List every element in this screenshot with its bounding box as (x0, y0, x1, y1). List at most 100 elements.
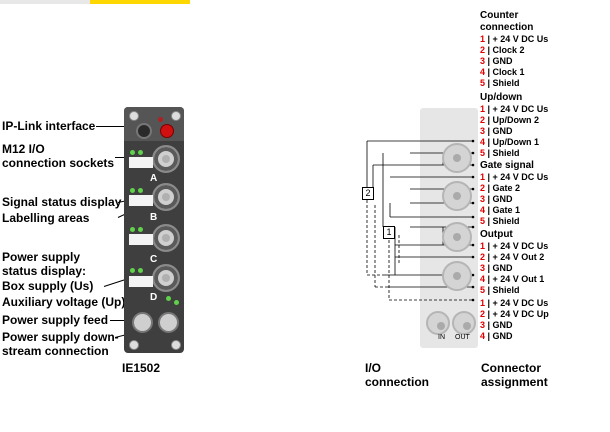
channel-letter-c: C (150, 254, 158, 265)
labelling-area-c (129, 234, 153, 245)
signal-led-a1 (130, 150, 135, 155)
pin-number: 4 (480, 331, 488, 341)
pin-number: 3 (480, 126, 488, 136)
pin-number: 4 (480, 137, 488, 147)
power-led-us (166, 296, 171, 301)
connector-pin-row: 4 | Clock 1 (480, 67, 525, 78)
channel-letter-b: B (150, 212, 158, 223)
connector-pin-row: 5 | Shield (480, 216, 520, 227)
connector-pin-row: 4 | + 24 V Out 1 (480, 274, 544, 285)
pin-signal: | GND (487, 263, 513, 273)
label-power-downstream: Power supply down- stream connection (2, 330, 119, 358)
signal-led-b2 (138, 188, 143, 193)
connector-pin-row: 3 | GND (480, 194, 513, 205)
pin-signal: | + 24 V Out 2 (487, 252, 545, 262)
pin-number: 1 (480, 298, 488, 308)
pin-signal: | + 24 V DC Us (487, 241, 549, 251)
pin-signal: | GND (487, 320, 513, 330)
pin-number: 3 (480, 263, 488, 273)
signal-led-a2 (138, 150, 143, 155)
connector-pin-row: 4 | GND (480, 331, 513, 342)
pin-number: 3 (480, 194, 488, 204)
schematic-socket-d (442, 261, 472, 291)
channel-letter-d: D (150, 292, 158, 303)
connector-group-title: Output (480, 229, 513, 240)
pin-signal: | Shield (487, 78, 520, 88)
pin-signal: | + 24 V DC Us (487, 104, 549, 114)
labelling-area-b (129, 195, 153, 206)
pin-signal: | + 24 V Out 1 (487, 274, 545, 284)
screw-hole-top-left (129, 111, 139, 121)
label-labelling-areas: Labelling areas (2, 211, 90, 225)
schematic-socket-in (426, 311, 450, 335)
socket-b (152, 183, 180, 211)
pin-signal: | Gate 1 (487, 205, 521, 215)
labelling-area-d (129, 276, 153, 287)
pin-number: 1 (480, 172, 488, 182)
connector-pin-row: 5 | Shield (480, 148, 520, 159)
pin-number: 2 (480, 45, 488, 55)
connector-pin-row: 5 | Shield (480, 285, 520, 296)
connector-pin-row: 3 | GND (480, 126, 513, 137)
screw-hole-top-right (171, 111, 181, 121)
label-aux-voltage: Auxiliary voltage (Up) (2, 295, 126, 309)
pin-signal: | GND (487, 126, 513, 136)
pin-signal: | Clock 2 (487, 45, 525, 55)
connector-pin-row: 2 | Up/Down 2 (480, 115, 539, 126)
power-led-up (174, 300, 179, 305)
top-accent-bar (0, 0, 190, 4)
pin-signal: | Up/Down 2 (487, 115, 540, 125)
pin-signal: | Shield (487, 148, 520, 158)
schematic-socket-a (442, 143, 472, 173)
connector-pin-row: 3 | GND (480, 56, 513, 67)
pin-signal: | + 24 V DC Us (487, 34, 549, 44)
pin-number: 2 (480, 115, 488, 125)
connector-pin-row: 1 | + 24 V DC Us (480, 298, 548, 309)
signal-led-d2 (138, 268, 143, 273)
status-led-red (158, 117, 163, 122)
pin-number: 3 (480, 56, 488, 66)
pin-number: 5 (480, 78, 488, 88)
connector-pin-row: 1 | + 24 V DC Us (480, 104, 548, 115)
connector-pin-row: 3 | GND (480, 263, 513, 274)
label-power-feed: Power supply feed (2, 313, 109, 327)
connector-pin-row: 1 | + 24 V DC Us (480, 241, 548, 252)
socket-c (152, 224, 180, 252)
connector-group-title: Counter connection (480, 10, 534, 33)
pin-signal: | + 24 V DC Us (487, 172, 549, 182)
pin-number: 4 (480, 274, 488, 284)
screw-hole-bottom-right (171, 340, 181, 350)
io-connection-caption: I/O connection (365, 361, 430, 389)
device-caption: IE1502 (122, 361, 161, 375)
pin-signal: | GND (487, 331, 513, 341)
label-box-supply: Box supply (Us) (2, 279, 94, 293)
pin-number: 3 (480, 320, 488, 330)
top-accent-yellow (90, 0, 190, 4)
pin-signal: | Up/Down 1 (487, 137, 540, 147)
connector-pin-row: 3 | GND (480, 320, 513, 331)
connector-pin-row: 2 | Clock 2 (480, 45, 525, 56)
schematic-socket-out (452, 311, 476, 335)
schematic-socket-c (442, 222, 472, 252)
screw-hole-bottom-left (129, 340, 139, 350)
pin-signal: | + 24 V DC Up (487, 309, 549, 319)
pin-number: 2 (480, 252, 488, 262)
pin-number: 5 (480, 285, 488, 295)
signal-led-c1 (130, 227, 135, 232)
pin-signal: | GND (487, 194, 513, 204)
connector-pin-row: 4 | Up/Down 1 (480, 137, 539, 148)
pin-number: 1 (480, 241, 488, 251)
pin-number: 2 (480, 309, 488, 319)
pin-number: 2 (480, 183, 488, 193)
connector-group-title: Up/down (480, 92, 523, 103)
socket-d (152, 264, 180, 292)
label-ip-link: IP-Link interface (2, 119, 96, 133)
pin-signal: | Shield (487, 216, 520, 226)
power-feed-socket (132, 312, 153, 333)
pin-number: 1 (480, 34, 488, 44)
signal-led-b1 (130, 188, 135, 193)
channel-letter-a: A (150, 173, 158, 184)
pin-signal: | Clock 1 (487, 67, 525, 77)
top-accent-gray (0, 0, 90, 4)
connector-assignment-caption: Connector assignment (481, 361, 548, 389)
